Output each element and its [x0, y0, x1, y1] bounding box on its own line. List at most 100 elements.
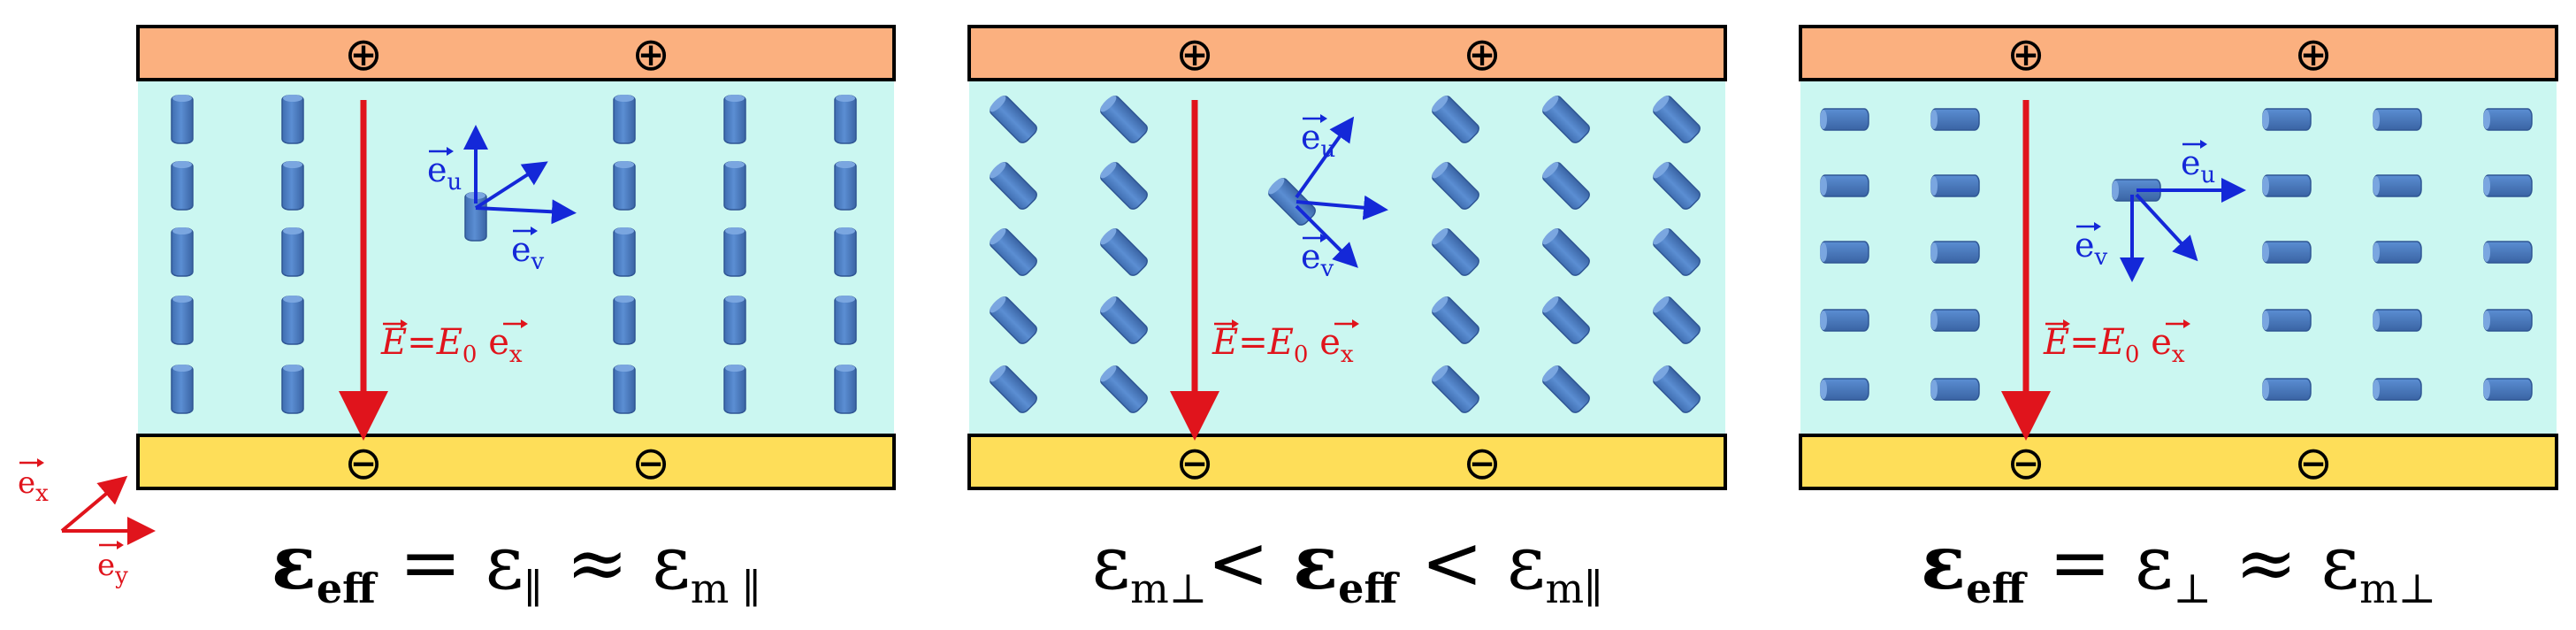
molecule: [281, 365, 304, 414]
molecule: [1542, 96, 1590, 143]
molecule: [2262, 378, 2312, 401]
molecule: [171, 365, 194, 414]
basis-label-ev: ev: [1301, 234, 1334, 282]
svg-text:ev: ev: [1301, 237, 1334, 282]
molecule: [834, 227, 857, 277]
molecule: [2373, 378, 2422, 401]
permittivity-equation: εeff = ε⊥ ≈ εm⊥: [1921, 519, 2436, 612]
permittivity-equation: εm⊥< εeff < εm∥: [1092, 519, 1603, 612]
molecule: [1100, 365, 1148, 413]
molecule: [2483, 241, 2533, 264]
molecule: [1653, 228, 1701, 276]
molecule: [2483, 309, 2533, 332]
cathode-symbol: ⊖: [2007, 437, 2045, 490]
svg-text:ev: ev: [511, 230, 545, 275]
basis-label-eu: eu: [427, 147, 462, 196]
molecule: [281, 296, 304, 345]
svg-text:ey: ey: [97, 548, 128, 589]
cathode-plate: [967, 434, 1727, 490]
coordinate-axes: ex ey: [18, 458, 156, 589]
anode-symbol: ⊕: [2007, 28, 2045, 81]
molecule: [834, 161, 857, 211]
anode-plate: [1799, 25, 2558, 81]
molecule: [2373, 108, 2422, 131]
molecule: [1930, 174, 1980, 197]
molecule: [2373, 309, 2422, 332]
cathode-plate: [136, 434, 896, 490]
molecule: [1542, 228, 1590, 276]
molecule: [1100, 96, 1148, 143]
molecule: [613, 296, 636, 345]
molecule: [990, 296, 1037, 344]
svg-text:ev: ev: [2075, 226, 2108, 271]
molecule: [171, 227, 194, 277]
anode-symbol: ⊕: [2294, 28, 2333, 81]
molecule: [1432, 365, 1479, 413]
cathode-plate: [1799, 434, 2558, 490]
cathode-symbol: ⊖: [1175, 437, 1214, 490]
molecular-basis: eu ev: [1268, 114, 1388, 282]
molecule: [1820, 174, 1869, 197]
anode-plate: [967, 25, 1727, 81]
molecule: [1820, 309, 1869, 332]
molecule: [1432, 296, 1479, 344]
molecule: [2262, 174, 2312, 197]
molecule: [990, 228, 1037, 276]
molecule: [171, 95, 194, 144]
molecule: [171, 296, 194, 345]
molecule: [281, 161, 304, 211]
anode-symbol: ⊕: [631, 28, 670, 81]
molecule: [2483, 174, 2533, 197]
molecule: [990, 365, 1037, 413]
field-label: E=E0 ex: [1212, 319, 1359, 368]
molecule: [1653, 96, 1701, 143]
molecule: [723, 161, 746, 211]
basis-label-eu: eu: [1301, 114, 1335, 163]
molecule: [834, 95, 857, 144]
molecule: [1432, 162, 1479, 210]
molecule: [1432, 228, 1479, 276]
anode-symbol: ⊕: [344, 28, 383, 81]
molecule: [723, 95, 746, 144]
molecule: [613, 95, 636, 144]
molecule: [1653, 296, 1701, 344]
molecule: [281, 227, 304, 277]
molecule: [2483, 108, 2533, 131]
anode-symbol: ⊕: [1463, 28, 1502, 81]
dielectric-medium: [1800, 81, 2557, 435]
molecule: [834, 296, 857, 345]
molecule: [1100, 162, 1148, 210]
molecule: [2373, 174, 2422, 197]
molecule: [990, 162, 1037, 210]
molecule: [1542, 296, 1590, 344]
molecule: [1930, 241, 1980, 264]
dielectric-medium: [138, 81, 894, 435]
cathode-symbol: ⊖: [1463, 437, 1502, 490]
permittivity-equation: εeff = ε∥ ≈ εm ∥: [271, 519, 761, 612]
molecule: [1820, 378, 1869, 401]
molecule: [1653, 365, 1701, 413]
axis-label-ex: ex: [18, 458, 49, 507]
molecule: [1820, 108, 1869, 131]
cathode-symbol: ⊖: [631, 437, 670, 490]
cathode-symbol: ⊖: [344, 437, 383, 490]
anode-plate: [136, 25, 896, 81]
svg-text:ex: ex: [18, 465, 49, 507]
molecule: [1100, 228, 1148, 276]
molecule: [723, 227, 746, 277]
molecule: [723, 296, 746, 345]
basis-label-ev: ev: [2075, 222, 2108, 271]
molecule: [2262, 108, 2312, 131]
cathode-symbol: ⊖: [2294, 437, 2333, 490]
molecule: [281, 95, 304, 144]
svg-text:E=E0 ex: E=E0 ex: [1212, 322, 1354, 368]
svg-text:E=E0 ex: E=E0 ex: [380, 322, 523, 368]
molecule: [171, 161, 194, 211]
molecule: [1820, 241, 1869, 264]
anode-symbol: ⊕: [1175, 28, 1214, 81]
molecule: [1432, 96, 1479, 143]
molecular-basis: eu ev: [427, 125, 577, 275]
molecule: [613, 365, 636, 414]
